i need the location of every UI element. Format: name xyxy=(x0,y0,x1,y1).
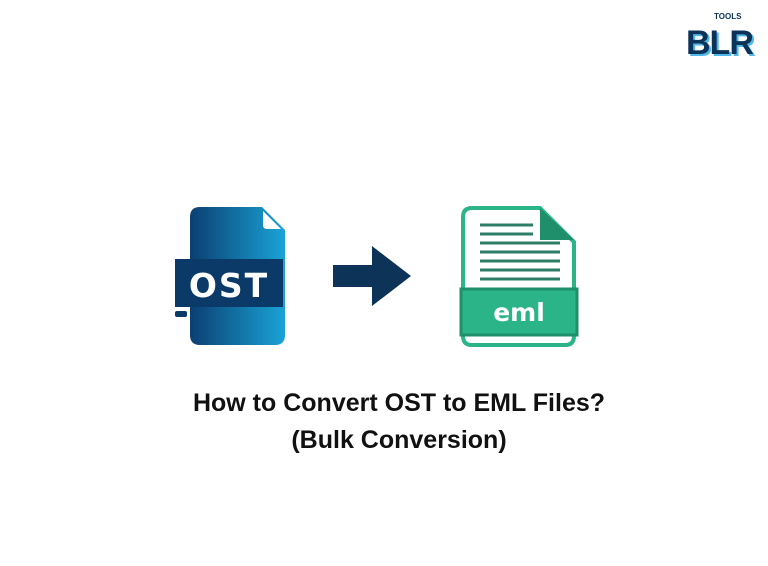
blr-tools-logo: TOOLS BLR xyxy=(684,12,764,62)
title-line-2: (Bulk Conversion) xyxy=(291,426,507,454)
eml-label: eml xyxy=(493,298,545,327)
logo-superscript: TOOLS xyxy=(714,12,742,21)
ost-file-icon: OST xyxy=(175,207,285,345)
right-arrow-icon xyxy=(333,246,411,306)
title-line-1: How to Convert OST to EML Files? xyxy=(192,389,606,417)
logo-text: BLR xyxy=(686,24,754,62)
ost-label: OST xyxy=(189,266,269,305)
eml-file-icon: eml xyxy=(459,206,579,347)
